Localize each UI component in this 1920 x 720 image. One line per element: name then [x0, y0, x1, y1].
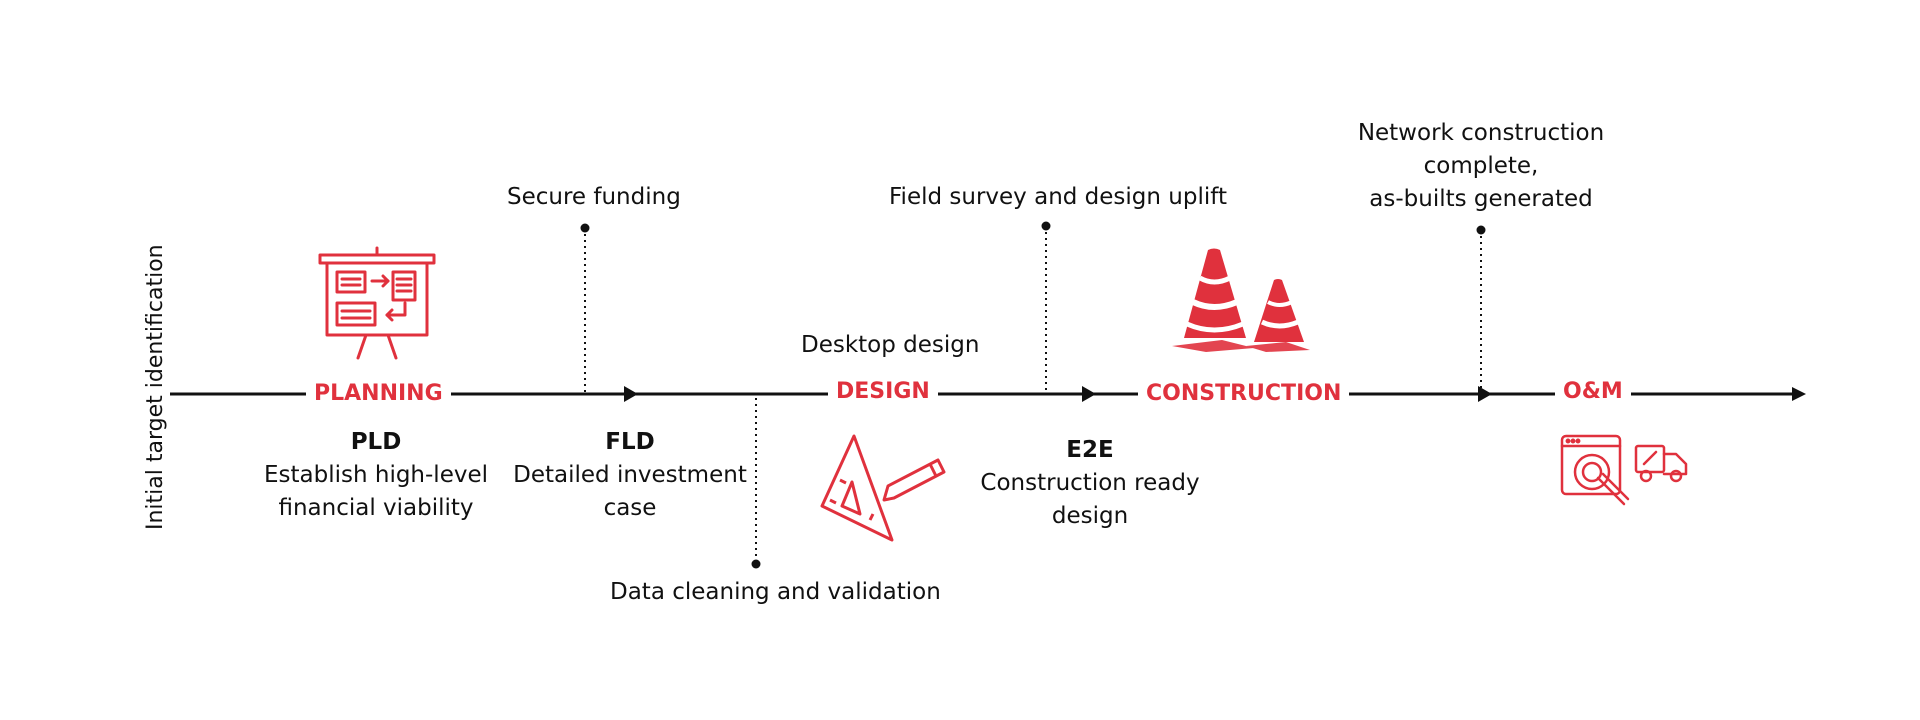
- milestone-code: FLD: [605, 429, 655, 455]
- presentation-board-icon: [318, 246, 436, 360]
- callout-line: Network construction: [1357, 120, 1605, 146]
- arrowhead-fld: [624, 386, 638, 402]
- phase-design: DESIGN: [828, 377, 938, 407]
- arrowhead-om: [1478, 386, 1492, 402]
- phase-om: O&M: [1555, 377, 1631, 407]
- milestone-desc-line2: design: [1051, 503, 1129, 529]
- timeline-end-arrow: [1792, 387, 1806, 401]
- callout-data-cleaning: Data cleaning and validation: [610, 579, 941, 605]
- milestone-code: E2E: [1066, 437, 1114, 463]
- milestone-e2e: E2E Construction ready design: [960, 434, 1220, 533]
- callout-network-complete: Network construction complete, as-builts…: [1336, 117, 1626, 216]
- milestone-pld: PLD Establish high-level financial viabi…: [236, 426, 516, 525]
- callout-line: as-builts generated: [1369, 186, 1593, 212]
- set-square-pencil-icon: [820, 434, 946, 542]
- callout-line: complete,: [1423, 153, 1539, 179]
- callout-desktop-design: Desktop design: [801, 332, 980, 358]
- traffic-cones-icon: [1172, 248, 1310, 352]
- phase-planning: PLANNING: [306, 379, 451, 409]
- callout-secure-funding: Secure funding: [507, 184, 681, 210]
- milestone-desc-line1: Construction ready: [980, 470, 1200, 496]
- milestone-desc-line2: financial viability: [278, 495, 474, 521]
- arrowhead-e2e: [1082, 386, 1096, 402]
- maintenance-truck-icon: [1560, 434, 1688, 506]
- callout-dots: [580, 221, 1486, 569]
- start-label: Initial target identification: [143, 244, 168, 530]
- callout-field-survey: Field survey and design uplift: [889, 184, 1227, 210]
- milestone-code: PLD: [350, 429, 402, 455]
- phase-construction: CONSTRUCTION: [1138, 379, 1350, 409]
- milestone-fld: FLD Detailed investment case: [500, 426, 760, 525]
- milestone-desc-line1: Detailed investment: [513, 462, 747, 488]
- milestone-desc-line2: case: [603, 495, 657, 521]
- milestone-desc-line1: Establish high-level: [263, 462, 488, 488]
